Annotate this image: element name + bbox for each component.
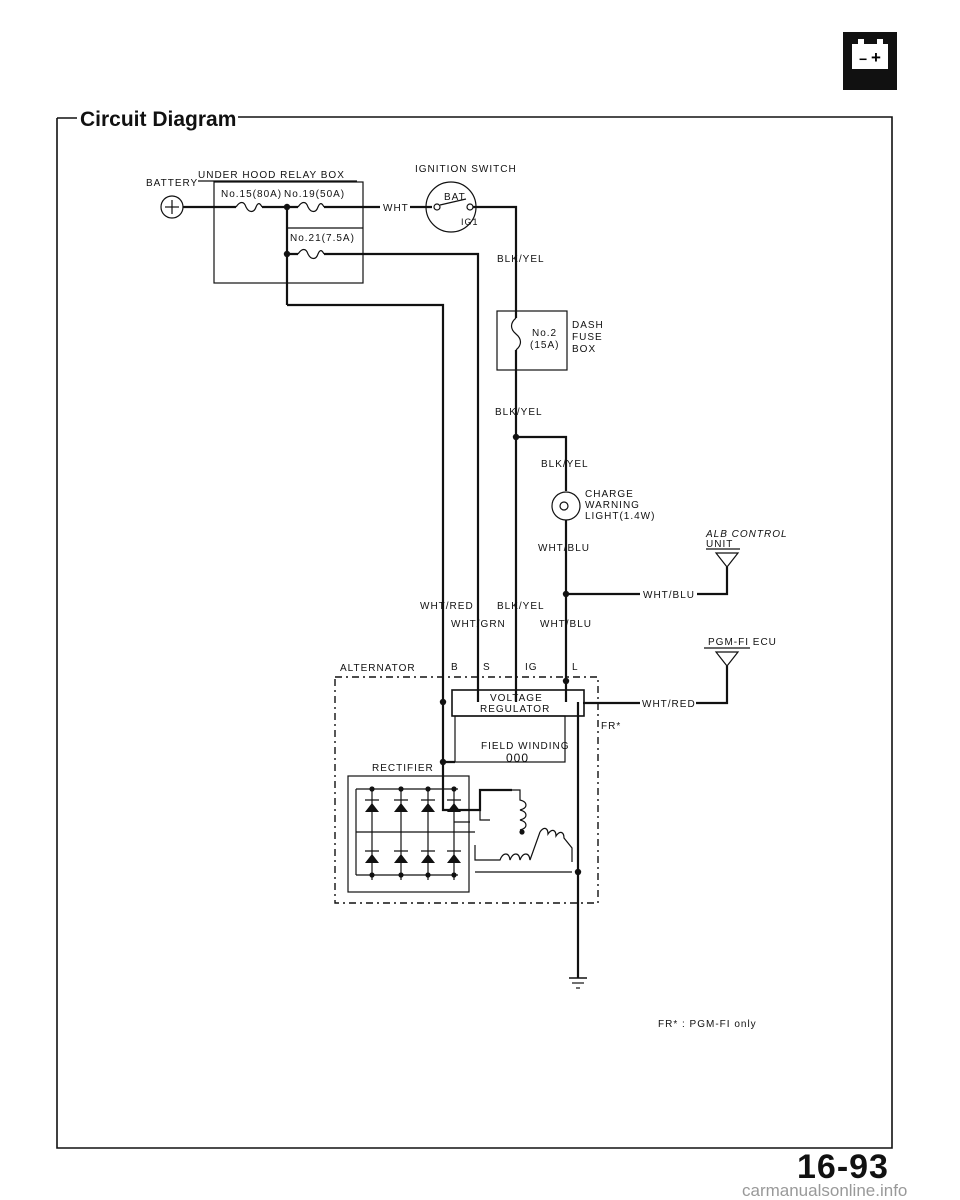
wire-label-blk-yel-3: BLK/YEL: [541, 459, 589, 470]
junction-dot: [562, 677, 570, 685]
alternator-label: ALTERNATOR: [340, 663, 416, 674]
charge-light-feed-wire: [516, 435, 568, 491]
voltage-regulator-label-1: VOLTAGE: [490, 693, 543, 704]
ig1-output-wire: [473, 205, 518, 318]
wht-grn-wire: [287, 252, 480, 702]
wire-label-wht-blu-3: WHT/BLU: [540, 619, 592, 630]
charge-light-label-2: WARNING: [585, 500, 640, 511]
bulb-filament-icon: [559, 501, 569, 511]
voltage-regulator-label-2: REGULATOR: [480, 704, 550, 715]
dash-fuse-box: [496, 310, 568, 371]
terminal-ig-label: IG: [525, 662, 538, 673]
footnote: FR* : PGM-FI only: [658, 1019, 757, 1030]
rectifier-box: [347, 775, 470, 893]
ig1-terminal-label: IG1: [461, 217, 479, 227]
wire-label-wht-red-2: WHT/RED: [642, 699, 696, 710]
charge-light-label-1: CHARGE: [585, 489, 634, 500]
under-hood-relay-box: [213, 181, 364, 284]
diagram-frame: [56, 116, 893, 1149]
rectifier-diodes: [355, 786, 475, 880]
ig1-terminal-contact: [466, 203, 474, 211]
wire-label-wht-red-1: WHT/RED: [420, 601, 474, 612]
bat-terminal-contact: [433, 203, 441, 211]
fuse-15-label: No.15(80A): [221, 189, 282, 200]
battery-minus-glyph: −: [859, 51, 867, 67]
dash-fuse-box-label-1: DASH: [572, 320, 604, 331]
wire-label-blk-yel-1: BLK/YEL: [497, 254, 545, 265]
fuse-19-symbol: [297, 201, 325, 213]
alb-unit-wire: [697, 567, 729, 596]
charge-light-label-3: LIGHT(1.4W): [585, 511, 655, 522]
wire-label-blk-yel-4: BLK/YEL: [497, 601, 545, 612]
stator-windings-icon: [474, 789, 573, 873]
field-winding-label: FIELD WINDING: [481, 741, 570, 752]
battery-label: BATTERY: [146, 178, 198, 189]
fuse-2-symbol: [510, 317, 522, 351]
ignition-switch-label: IGNITION SWITCH: [415, 164, 517, 175]
fuse-19-label: No.19(50A): [284, 189, 345, 200]
terminal-b-label: B: [451, 662, 459, 673]
field-winding-coil-icon: 000: [506, 751, 529, 765]
rectifier-label: RECTIFIER: [372, 763, 434, 774]
alb-unit-label-2: UNIT: [706, 539, 733, 550]
alb-unit-label-1: ALB CONTROL: [705, 529, 788, 540]
fuse-21-label: No.21(7.5A): [290, 233, 355, 244]
pgm-fi-ecu-label: PGM-FI ECU: [708, 637, 777, 648]
bat-terminal-label: BAT: [444, 192, 466, 203]
wht-red-wire: [287, 303, 445, 702]
field-winding-box: [454, 715, 566, 763]
dash-fuse-box-label-3: BOX: [572, 344, 596, 355]
wire-label-wht-blu-1: WHT/BLU: [538, 543, 590, 554]
fr-marker-label: FR*: [601, 721, 621, 732]
wire-label-wht-blu-2: WHT/BLU: [643, 590, 695, 601]
ground-icon: [569, 977, 587, 989]
dash-fuse-box-label-2: FUSE: [572, 332, 603, 343]
junction-dot: [439, 758, 447, 766]
terminal-l-label: L: [572, 662, 579, 673]
battery-terminal-icon: [160, 195, 184, 219]
fuse-21-symbol: [297, 248, 325, 260]
alternator-housing: [334, 676, 599, 904]
fuse-2-label-line2: (15A): [530, 340, 559, 351]
wire-label-blk-yel-2: BLK/YEL: [495, 407, 543, 418]
fuse-2-label-line1: No.2: [532, 328, 557, 339]
b-terminal-wire: [441, 702, 512, 812]
watermark: carmanualsonline.info: [742, 1181, 907, 1200]
pgm-fi-ecu-wire: [696, 666, 729, 705]
junction-dot: [283, 250, 291, 258]
wire-label-wht-grn: WHT/GRN: [451, 619, 506, 630]
page-title: Circuit Diagram: [80, 108, 236, 131]
terminal-s-label: S: [483, 662, 491, 673]
wire-label-wht: WHT: [383, 203, 409, 214]
battery-icon: − +: [843, 32, 897, 90]
junction-dot: [574, 868, 582, 876]
fuse-15-symbol: [235, 201, 263, 213]
alb-unit-connector-icon: [714, 552, 740, 568]
pgm-fi-ecu-connector-icon: [714, 651, 740, 667]
charge-warning-light: [551, 491, 581, 521]
battery-plus-glyph: +: [871, 48, 881, 67]
page-number: 16-93: [797, 1148, 889, 1186]
relay-box-label: UNDER HOOD RELAY BOX: [198, 170, 345, 181]
ignition-switch-contact: [439, 198, 467, 206]
